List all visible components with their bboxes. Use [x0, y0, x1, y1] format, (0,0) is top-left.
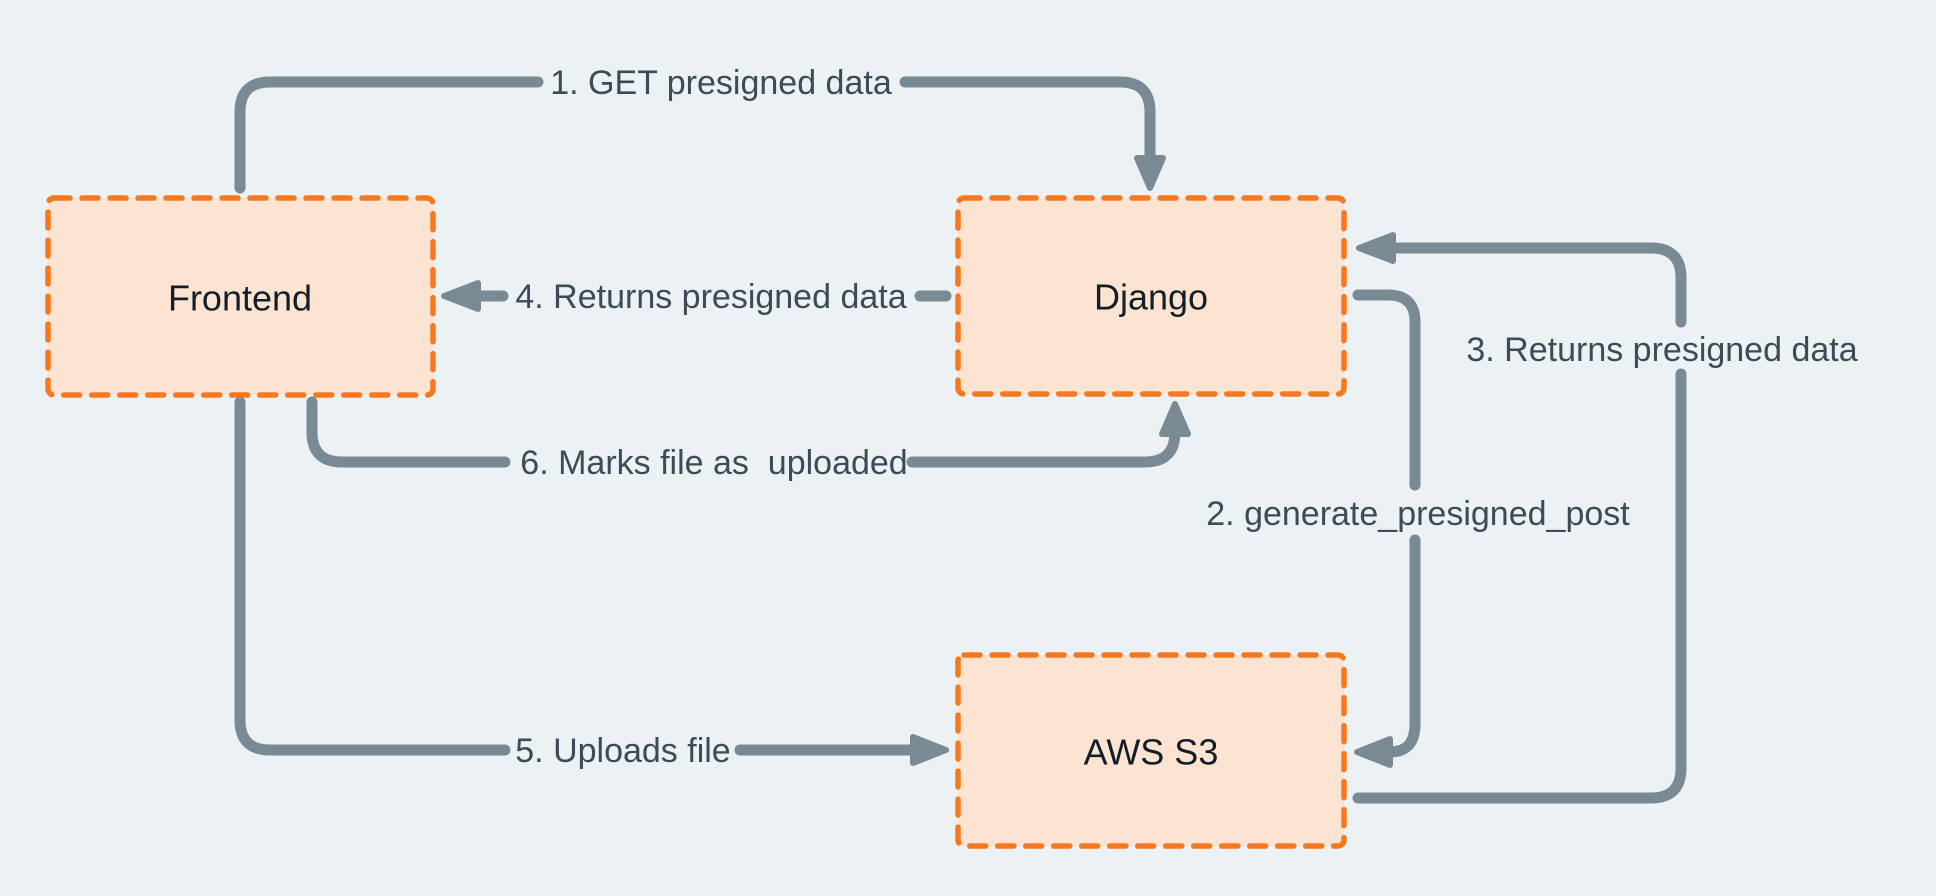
edge-2-line-bottom	[1384, 534, 1421, 758]
node-aws-s3-box	[955, 652, 1347, 849]
node-django-box	[955, 195, 1347, 397]
edge-3-returns-presigned-data: 3. Returns presigned data	[1352, 232, 1858, 804]
edge-1-label: 1. GET presigned data	[550, 64, 892, 102]
edge-2-label: 2. generate_presigned_post	[1206, 495, 1630, 533]
node-aws-s3: AWS S3	[955, 652, 1347, 849]
edge-2-line-top	[1352, 289, 1421, 491]
edge-3-arrowhead	[1356, 232, 1396, 264]
edge-6-label: 6. Marks file as uploaded	[520, 444, 907, 482]
node-django: Django	[955, 195, 1347, 397]
node-frontend-label: Frontend	[168, 278, 312, 319]
edge-1-line-right	[899, 76, 1156, 166]
edge-3-label: 3. Returns presigned data	[1466, 331, 1857, 369]
edge-1-get-presigned-data: 1. GET presigned data	[234, 64, 1166, 194]
node-frontend: Frontend	[45, 195, 436, 398]
edge-3-line-bottom	[1352, 368, 1687, 804]
edge-4-label: 4. Returns presigned data	[515, 278, 906, 316]
edge-3-line-top	[1389, 242, 1687, 328]
edge-5-uploads-file: 5. Uploads file	[234, 396, 949, 770]
edge-6-line-left	[306, 396, 511, 468]
edge-1-arrowhead	[1134, 155, 1166, 191]
node-frontend-box	[45, 195, 436, 398]
node-django-label: Django	[1094, 277, 1208, 318]
edge-2-generate-presigned-post: 2. generate_presigned_post	[1206, 289, 1630, 768]
node-aws-s3-label: AWS S3	[1084, 732, 1219, 773]
edge-5-line-left	[234, 396, 511, 756]
edge-6-line-right	[906, 426, 1181, 468]
edge-1-line-left	[234, 76, 544, 194]
edge-5-label: 5. Uploads file	[515, 732, 730, 770]
edge-6-marks-file-as-uploaded: 6. Marks file as uploaded	[306, 396, 1191, 482]
edge-6-arrowhead	[1159, 401, 1191, 437]
edge-4-returns-presigned-data: 4. Returns presigned data	[441, 278, 952, 316]
edge-5-arrowhead	[910, 734, 949, 766]
edge-2-arrowhead	[1354, 736, 1393, 768]
